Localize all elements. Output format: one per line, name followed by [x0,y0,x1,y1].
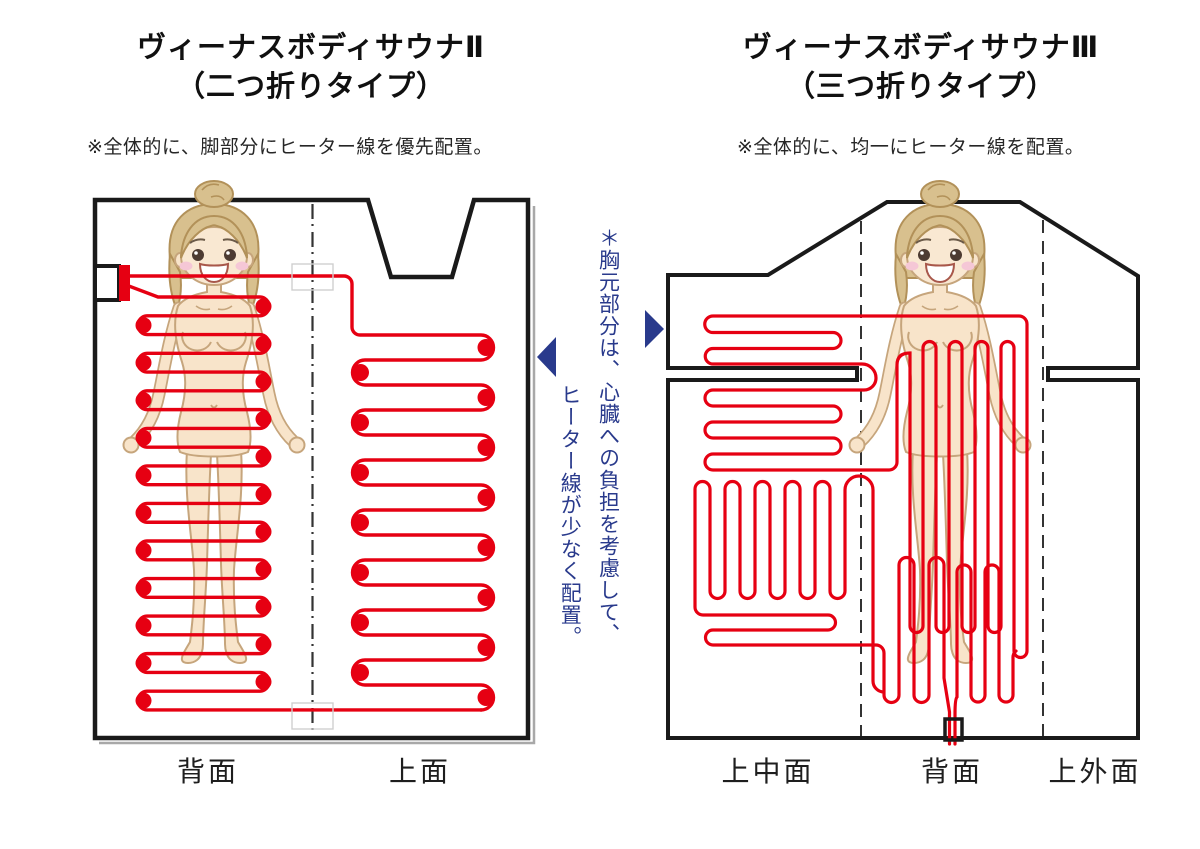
right-title: ヴィーナスボディサウナⅢ [742,32,1100,64]
left-subtitle: （二つ折りタイプ） [175,71,446,103]
right-diagram [666,181,1140,746]
heater-line-right-right-branch [953,563,1018,746]
mat-edge-shadow [99,206,536,745]
arrow-right-icon [645,310,664,348]
label-right-topmiddle: 上中面 [721,756,815,787]
arrow-left-icon [537,337,556,377]
right-note: ※全体的に、均一にヒーター線を配置。 [737,137,1085,158]
center-annotation: ＊胸元部分は、心臓への負担を考慮して、 ヒーター線が少なく配置。 [550,227,626,687]
right-subtitle: （三つ折りタイプ） [785,71,1056,103]
heater-turn-bulbs [135,298,495,709]
right-connector-black [943,717,964,742]
left-connector-red [119,265,130,301]
fold-hatch-bottom [291,702,334,730]
label-right-topouter: 上外面 [1048,756,1142,787]
left-title: ヴィーナスボディサウナⅡ [136,32,486,64]
label-left-back: 背面 [176,756,240,787]
heater-line-right-left-branch [693,474,952,746]
left-note: ※全体的に、脚部分にヒーター線を優先配置。 [87,137,493,158]
label-right-back: 背面 [920,756,984,787]
left-diagram [92,181,536,745]
left-connector-black [93,264,121,302]
label-left-top: 上面 [388,756,452,787]
center-annotation-line1: ＊胸元部分は、心臓への負担を考慮して、 [596,227,620,645]
fold-hatch-top [291,263,334,291]
center-annotation-line2: ヒーター線が少なく配置。 [558,384,582,648]
heater-line-right-main [703,314,1029,660]
